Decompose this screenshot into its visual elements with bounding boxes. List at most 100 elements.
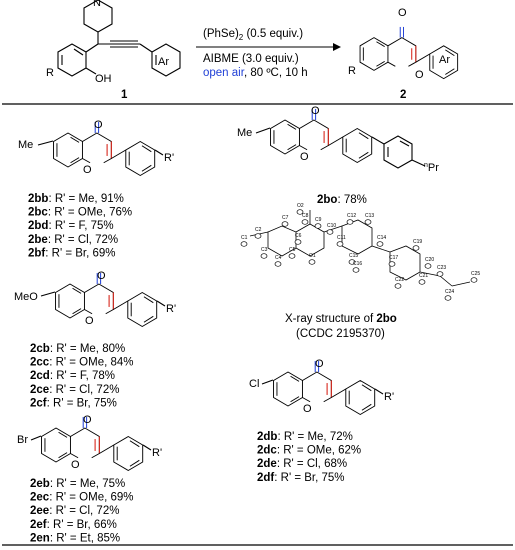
yield-entry-2db: 2db: R' = Me, 72% (257, 431, 353, 443)
yield-entry-2bd: 2bd: R' = F, 75% (28, 220, 114, 232)
xray-atom-label: C1 (241, 235, 248, 241)
yield-entry-2en: 2en: R' = Et, 85% (30, 532, 120, 544)
xray-atom-C10 (326, 229, 334, 235)
yield-entry-2ef: 2ef: R' = Br, 66% (30, 519, 117, 531)
list-2e: 2eb: R' = Me, 75%2ec: R' = OMe, 69%2ee: … (30, 478, 134, 544)
yield-entry-2cf: 2cf: R' = Br, 75% (30, 397, 117, 409)
xray-atom-C1 (240, 241, 248, 247)
yield-entry-2cc: 2cc: R' = OMe, 84% (30, 357, 134, 369)
xray-atom-label: C23 (437, 265, 446, 271)
product-2: O O R Ar 2 (348, 7, 459, 101)
xray-atom-label: C12 (347, 213, 356, 219)
svg-text:O: O (303, 403, 312, 415)
xray-atom-label: O1 (309, 253, 316, 259)
xray-atom-C19 (412, 245, 420, 251)
svg-text:O: O (85, 315, 94, 327)
sm-label: 1 (121, 89, 128, 101)
svg-text:R': R' (164, 152, 174, 164)
xray-atom-C2 (254, 233, 262, 239)
yield-entry-2ec: 2ec: R' = OMe, 69% (30, 492, 134, 504)
ring-o-atom: O (415, 69, 424, 81)
xray-atom-label: C9 (315, 217, 322, 223)
xray-atom-label: C24 (445, 289, 454, 295)
xray-atom-C25 (470, 277, 478, 283)
yield-entry-2cb: 2cb: R' = Me, 80% (30, 343, 125, 355)
ar-prod-atom: Ar (439, 54, 450, 66)
svg-text:Me: Me (237, 127, 252, 139)
xray-atom-label: C7 (282, 215, 289, 221)
svg-text:O: O (315, 358, 324, 370)
r-prod-atom: R (348, 65, 356, 77)
n-atom: N (93, 0, 101, 9)
ccdc-number: (CCDC 2195370) (296, 328, 385, 340)
xray-atom-label: O2 (297, 203, 304, 209)
yield-entry-2dc: 2dc: R' = OMe, 62% (257, 445, 361, 457)
svg-text:O: O (97, 270, 106, 282)
xray-atom-label: C2 (255, 227, 262, 233)
xray-atom-O1 (308, 259, 316, 265)
reagent-2: AIBME (3.0 equiv.) (203, 53, 299, 65)
conditions: open air, 80 ºC, 10 h (203, 67, 308, 79)
starting-material-1: N OH R Ar 1 (46, 0, 181, 101)
xray-atom-label: C4 (275, 255, 282, 261)
xray-atom-C4 (274, 261, 282, 267)
svg-text:O: O (83, 414, 92, 426)
xray-atom-C3 (260, 253, 268, 259)
xray-atom-label: C22 (395, 277, 404, 283)
xray-atom-C23 (436, 271, 444, 277)
xray-atom-label: C11 (337, 235, 346, 241)
yield-entry-2de: 2de: R' = Cl, 68% (257, 458, 347, 470)
list-2c: 2cb: R' = Me, 80% 2cc: R' = OMe, 84%2cd: … (30, 343, 134, 409)
xray-atom-label: C21 (419, 273, 428, 279)
xray-atom-label: C19 (413, 239, 422, 245)
carbonyl-o-atom: O (398, 7, 407, 19)
reagent-1: (PhSe)2 (0.5 equiv.) (203, 28, 303, 42)
xray-atom-label: C17 (389, 255, 398, 261)
yield-2bo: 2bo: 78% (317, 194, 367, 206)
xray-atom-C6 (294, 239, 302, 245)
structure-2d: O O Cl R' (249, 358, 394, 416)
xray-atom-C15 (348, 259, 356, 265)
svg-text:MeO: MeO (14, 291, 38, 303)
yield-entry-2cd: 2cd: R' = F, 78% (30, 370, 115, 382)
yield-entry-2ce: 2ce: R' = Cl, 72% (30, 384, 119, 396)
xray-atom-C9 (314, 223, 322, 229)
svg-text:nPr: nPr (424, 162, 439, 174)
xray-atom-label: C3 (261, 247, 268, 253)
oh-atom: OH (95, 73, 112, 85)
svg-text:O: O (94, 119, 103, 131)
svg-text:R': R' (166, 303, 176, 315)
r-atom: R (46, 67, 54, 79)
xray-atom-label: C10 (327, 223, 336, 229)
list-2d: 2db: R' = Me, 72% 2dc: R' = OMe, 62%2de: … (257, 431, 361, 484)
xray-atom-C22 (394, 283, 402, 289)
xray-atom-O2 (296, 209, 304, 215)
yield-entry-2eb: 2eb: R' = Me, 75% (30, 478, 125, 490)
yield-entry-2bf: 2bf: R' = Br, 69% (28, 247, 116, 259)
svg-text:Me: Me (18, 139, 33, 151)
xray-atom-label: C25 (471, 271, 480, 277)
xray-atom-C17 (388, 261, 396, 267)
svg-text:R': R' (384, 391, 394, 403)
xray-atom-C21 (418, 279, 426, 285)
structure-2b: O O Me R' (18, 119, 174, 177)
svg-text:R': R' (152, 447, 162, 459)
xray-atom-C11 (336, 241, 344, 247)
svg-text:O: O (300, 151, 309, 163)
svg-text:Br: Br (17, 434, 28, 446)
xray-atom-C24 (444, 295, 452, 301)
xray-atom-C7 (281, 221, 289, 227)
xray-atom-label: C20 (425, 257, 434, 263)
svg-text:O: O (311, 105, 320, 117)
xray-caption: X-ray structure of 2bo (285, 313, 397, 325)
xray-atom-label: C5 (289, 247, 296, 253)
yield-entry-2bc: 2bc: R' = OMe, 76% (28, 207, 132, 219)
structure-2c: O O MeO R' (14, 270, 176, 328)
structure-2e: O O Br R' (17, 414, 162, 472)
xray-atom-C12 (346, 219, 354, 225)
yield-entry-2df: 2df: R' = Br, 75% (257, 472, 345, 484)
xray-atom-label: C13 (365, 213, 374, 219)
